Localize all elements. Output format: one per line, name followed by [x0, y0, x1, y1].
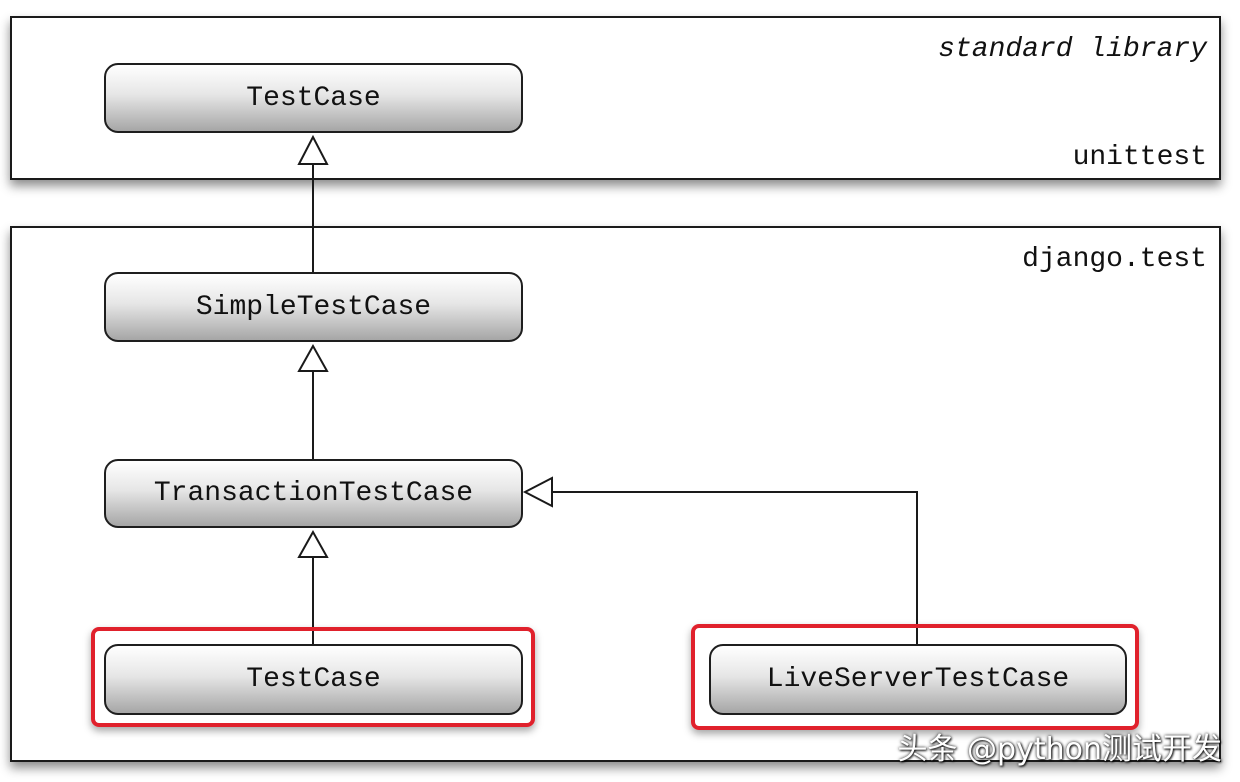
class-liveserver-testcase: LiveServerTestCase	[709, 644, 1127, 715]
arrowhead-to-simple	[297, 343, 329, 372]
arrowhead-to-transaction-from-right	[522, 476, 553, 508]
class-transaction-testcase: TransactionTestCase	[104, 459, 523, 528]
arrowhead-to-transaction-from-below	[297, 529, 329, 558]
package-name-unittest: unittest	[1072, 142, 1207, 173]
arrowhead-to-testcase	[297, 134, 329, 165]
highlight-testcase	[91, 627, 535, 727]
class-unittest-testcase: TestCase	[104, 63, 523, 133]
package-title-standard-library: standard library	[938, 34, 1207, 65]
highlight-liveserver-testcase	[691, 624, 1139, 730]
watermark-text: 头条 @python测试开发	[897, 732, 1222, 767]
class-django-testcase: TestCase	[104, 644, 523, 715]
package-name-django-test: django.test	[1022, 244, 1207, 275]
link-liveserver-to-transaction	[552, 491, 918, 644]
class-simple-testcase: SimpleTestCase	[104, 272, 523, 342]
